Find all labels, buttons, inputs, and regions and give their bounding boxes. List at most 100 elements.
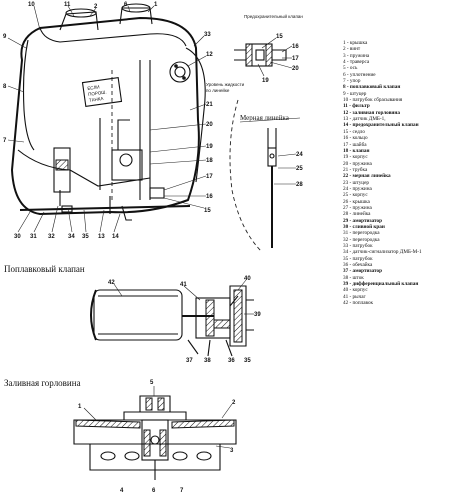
svg-text:2: 2 (232, 400, 236, 406)
legend-item: 41 - рычаг (343, 293, 366, 300)
svg-text:17: 17 (292, 56, 299, 62)
legend-item: 33 - патрубок (343, 243, 373, 249)
callout-10: 10 (28, 2, 35, 8)
svg-text:25: 25 (296, 166, 303, 172)
callout-1: 1 (154, 2, 158, 8)
svg-text:20: 20 (292, 66, 299, 72)
callout-21: 21 (206, 102, 213, 108)
level-note-2: по линейке (206, 87, 230, 93)
legend-item: 13 - датчик ДМБ-1, (343, 116, 386, 123)
legend-item: 16 - кольцо (343, 135, 368, 142)
svg-text:42: 42 (108, 280, 115, 286)
legend-item: 2 - винт (343, 46, 361, 53)
legend-item: 1 - крышка (343, 40, 368, 46)
legend-item: 11 - фильтр (343, 103, 370, 110)
callout-6: 6 (124, 2, 128, 8)
safety-valve-detail: 15 16 17 19 20 (234, 34, 299, 84)
callout-12: 12 (206, 52, 213, 58)
callout-9: 9 (3, 34, 7, 40)
legend-item: 23 - штуцер (343, 179, 369, 186)
svg-text:40: 40 (244, 276, 251, 282)
legend-item: 10 - патрубок сбрасывания (343, 97, 403, 104)
legend-item: 34 - датчик-сигнализатор ДМБ-М-1 (343, 249, 422, 256)
legend-item: 12 - заливная горловина (343, 109, 400, 116)
safety-valve-caption: Предохранительный клапан (244, 13, 303, 19)
callout-33: 33 (204, 32, 211, 38)
legend-item: 19 - корпус (343, 154, 368, 161)
legend-item: 14 - предохранительный клапан (343, 122, 419, 129)
legend-item: 9 - штуцер (343, 90, 367, 97)
svg-text:19: 19 (262, 78, 269, 84)
callout-31: 31 (30, 234, 37, 240)
legend-item: 26 - крышка (343, 198, 370, 205)
callout-18: 18 (206, 158, 213, 164)
svg-text:3: 3 (230, 448, 234, 454)
callout-2: 2 (94, 4, 98, 10)
svg-text:38: 38 (204, 358, 211, 364)
svg-text:6: 6 (152, 488, 156, 494)
tank-assembly: ЕСЛИ ПОРОШ. ТАНКА Уровень жидкости по ли… (10, 3, 245, 221)
measuring-ruler-detail: 24 25 28 (229, 99, 303, 253)
tank-label-1: ЕСЛИ (87, 84, 100, 91)
svg-text:24: 24 (296, 152, 303, 158)
svg-text:7: 7 (180, 488, 184, 494)
level-note: Уровень жидкости (206, 82, 245, 87)
legend-item: 40 - корпус (343, 287, 368, 294)
callout-15: 15 (204, 208, 211, 214)
svg-text:37: 37 (186, 358, 193, 364)
float-valve-caption: Поплавковый клапан (4, 264, 85, 274)
legend-item: 35 - патрубок (343, 255, 373, 262)
legend-item: 32 - перегородка (343, 236, 380, 243)
legend-item: 3 - пружина (343, 52, 370, 59)
svg-text:4: 4 (120, 488, 124, 494)
main-callouts: 10 11 2 6 1 9 8 7 33 12 21 20 19 18 17 1… (3, 2, 213, 240)
legend-item: 18 - клапан (343, 147, 370, 154)
callout-17: 17 (206, 174, 213, 180)
legend-item: 29 - амортизатор (343, 217, 383, 224)
legend-item: 17 - шайба (343, 141, 367, 148)
legend-item: 28 - линейка (343, 211, 371, 218)
svg-text:5: 5 (150, 380, 154, 386)
svg-text:36: 36 (228, 358, 235, 364)
legend-item: 42 - поплавок (343, 300, 374, 307)
legend-item: 27 - пружина (343, 204, 372, 211)
legend-item: 15 - седло (343, 128, 365, 135)
legend-item: 38 - шток (343, 274, 364, 281)
tank-label-2: ПОРОШ. (88, 89, 107, 97)
filler-neck-detail (73, 395, 237, 480)
legend-item: 30 - сливной кран (343, 223, 385, 230)
legend-item: 37 - амортизатор (343, 268, 383, 275)
legend-item: 8 - поплавковый клапан (343, 84, 401, 91)
svg-text:15: 15 (276, 34, 283, 40)
legend-item: 21 - трубка (343, 166, 368, 173)
legend-item: 36 - обечайка (343, 262, 373, 269)
callout-13: 13 (98, 234, 105, 240)
legend-item: 4 - траверса (343, 59, 370, 66)
callout-14: 14 (112, 234, 119, 240)
legend-item: 31 - перегородка (343, 230, 380, 237)
callout-35: 35 (82, 234, 89, 240)
callout-32: 32 (48, 234, 55, 240)
svg-text:16: 16 (292, 44, 299, 50)
measuring-ruler-caption: Мерная линейка (240, 114, 290, 122)
legend-item: 6 - уплотнение (343, 71, 376, 78)
callout-7: 7 (3, 138, 7, 144)
svg-text:35: 35 (244, 358, 251, 364)
callout-20: 20 (206, 122, 213, 128)
tank-label-3: ТАНКА (89, 96, 104, 103)
float-valve-callouts: 42 41 40 39 37 38 36 35 (108, 276, 261, 364)
svg-text:1: 1 (78, 404, 82, 410)
filler-neck-caption: Заливная горловина (4, 378, 81, 388)
legend-item: 7 - упор (343, 78, 361, 85)
legend-item: 39 - дифференциальный клапан (343, 281, 419, 288)
svg-text:39: 39 (254, 312, 261, 318)
callout-11: 11 (64, 2, 71, 8)
callout-8: 8 (3, 84, 7, 90)
legend-item: 20 - пружина (343, 160, 372, 167)
svg-text:41: 41 (180, 282, 187, 288)
legend-item: 22 - мерная линейка (343, 173, 391, 180)
legend-item: 24 - пружина (343, 185, 372, 192)
legend-item: 25 - корпус (343, 192, 368, 199)
